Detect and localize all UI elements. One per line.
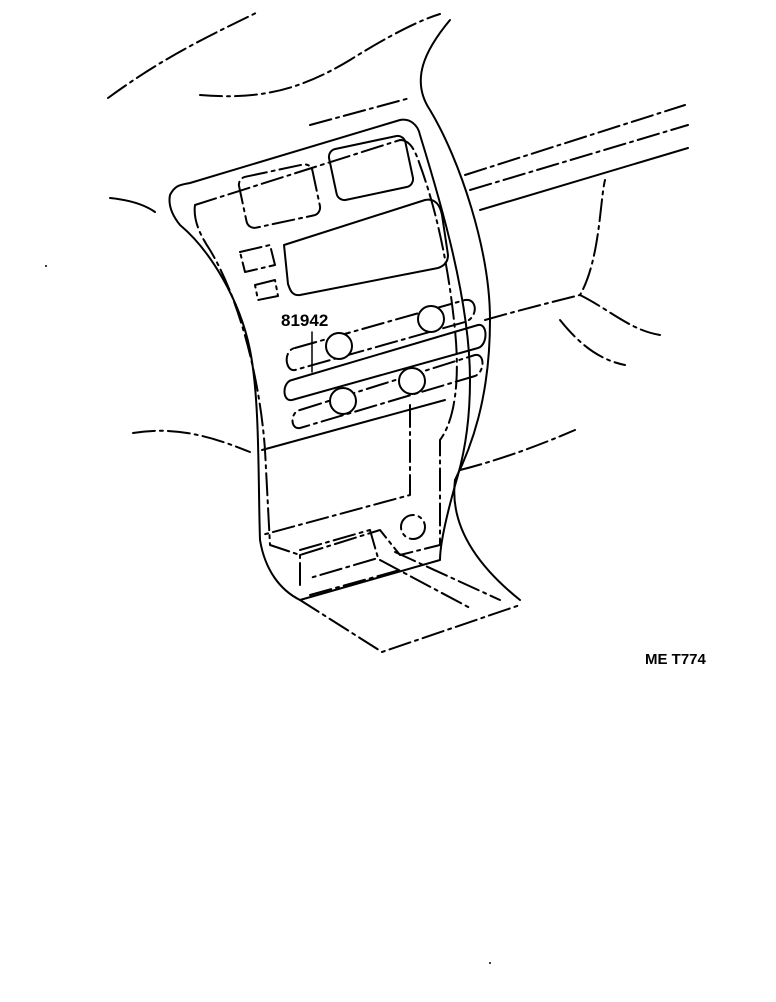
console-divider [261, 399, 446, 451]
dash-right-line-2 [469, 124, 689, 191]
console-opening [261, 404, 411, 536]
console-floor-1 [299, 599, 521, 653]
knob-upper-left [325, 332, 353, 360]
stray-dot [489, 962, 491, 964]
switch-outline-2 [254, 279, 279, 301]
drawing-code: ME T774 [645, 651, 706, 668]
control-strip-middle [283, 323, 487, 402]
dash-pillar [419, 19, 521, 601]
center-bezel-inner [193, 139, 458, 556]
control-strip-lower [291, 353, 484, 430]
console-floor-3 [394, 551, 501, 601]
dash-right-curve-2 [559, 319, 626, 366]
console-floor-4 [309, 569, 401, 596]
display-panel [283, 198, 449, 297]
stray-dot [45, 265, 47, 267]
dash-left-curve [109, 197, 156, 213]
dash-left-lower [132, 429, 251, 453]
knob-lower-right [398, 367, 426, 395]
dash-right-line-1 [464, 104, 686, 176]
dash-top-contour-2 [199, 13, 441, 98]
dash-top-contour-3 [309, 97, 411, 126]
part-number-label: 81942 [281, 311, 329, 330]
console-pocket [299, 529, 379, 586]
dash-right-line-3 [479, 147, 689, 211]
dash-right-curve [579, 294, 661, 336]
dash-center-lower [459, 429, 576, 471]
left-vent [237, 163, 322, 229]
switch-outline-1 [239, 244, 276, 273]
knob-upper-right [417, 305, 445, 333]
console-knob [400, 514, 426, 540]
console-floor-2 [379, 559, 471, 609]
dash-top-contour [107, 11, 259, 99]
right-vent [327, 134, 415, 202]
knob-lower-left [329, 387, 357, 415]
control-strip-upper [285, 298, 476, 372]
